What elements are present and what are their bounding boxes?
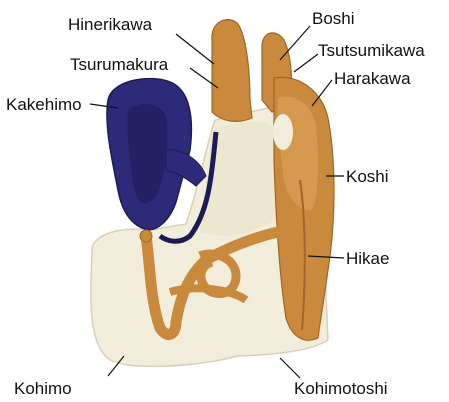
label-koshi: Koshi [346,167,389,186]
leader-tsutsumikawa [294,54,318,72]
label-kohimo: Kohimo [14,379,72,398]
index-finger-leather [212,20,252,122]
label-kohimotoshi: Kohimotoshi [294,379,388,398]
label-hinerikawa: Hinerikawa [68,15,153,34]
label-tsutsumikawa: Tsutsumikawa [318,41,425,60]
leader-hinerikawa [176,34,214,64]
label-boshi: Boshi [312,9,355,28]
thumb-light-patch [273,114,293,150]
label-kakehimo: Kakehimo [6,95,82,114]
label-harakawa: Harakawa [334,69,411,88]
leader-kohimotoshi [280,358,300,378]
kohimo-knot [140,230,152,242]
label-hikae: Hikae [346,249,389,268]
label-tsurumakura: Tsurumakura [70,55,169,74]
